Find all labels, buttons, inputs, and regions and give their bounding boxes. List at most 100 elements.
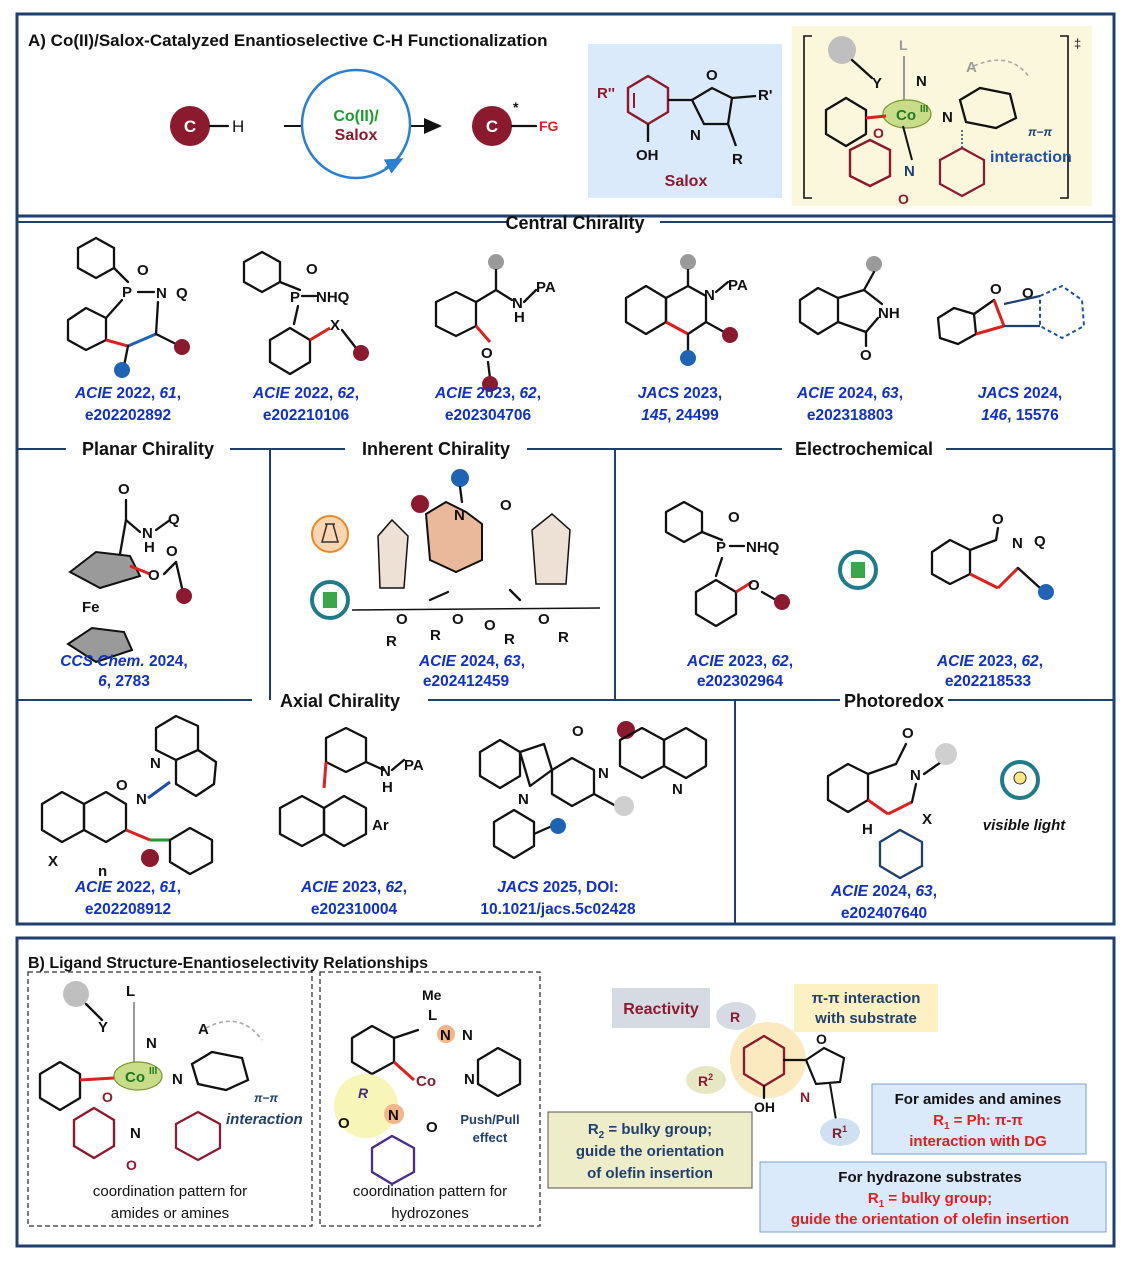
b-left-n-top: N: [146, 1035, 157, 1052]
inherent-o2: O: [452, 611, 464, 628]
b-ligand-n: N: [800, 1089, 810, 1105]
amides-line1: For amides and amines: [895, 1091, 1062, 1108]
e2-q: Q: [1034, 533, 1046, 550]
c3-n: N: [512, 295, 523, 312]
bulb-icon: [1013, 771, 1027, 785]
structure-c2: P O NHQ X ACIE 2022, 62, e202210106: [242, 250, 369, 424]
r2-info-box: [547, 1111, 753, 1189]
b-left-pipi: π−π: [254, 1091, 279, 1105]
b-mid-push-pull-2: effect: [473, 1130, 508, 1145]
ts-n-ox: N: [904, 163, 915, 180]
visible-light-label: visible light: [983, 817, 1067, 834]
ref-a2-line2: e202310004: [311, 901, 398, 918]
salox-r: R: [732, 151, 743, 168]
ref-c1-line2: e202202892: [85, 407, 171, 424]
ref-e2-line2: e202218533: [945, 673, 1032, 690]
inherent-o-top: O: [500, 497, 512, 514]
inherent-r2: R: [430, 627, 441, 644]
ts-y: Y: [872, 75, 882, 92]
structure-planar: O N H Q O O Fe CCS Chem. 2024, 6, 2783: [60, 481, 192, 690]
a2-pa: PA: [404, 757, 424, 774]
salox-rdprime: R'': [597, 85, 615, 102]
ref-a1-line1: ACIE 2022, 61,: [74, 879, 181, 896]
ref-c4-line1: JACS 2023,: [638, 385, 722, 402]
structure-axial-2: N H PA Ar ACIE 2023, 62, e202310004: [278, 726, 424, 918]
e1-o: O: [728, 509, 740, 526]
c-atom-product: [472, 106, 512, 146]
b-mid-o-ox: O: [338, 1115, 350, 1132]
b-mid-push-pull-1: Push/Pull: [460, 1112, 519, 1127]
b-ligand-r: R: [730, 1009, 740, 1025]
b-left-co: Co: [125, 1069, 145, 1086]
amide-pattern-box: [27, 971, 313, 1227]
reaction-scheme: C H Co(II)/ Salox C * FG: [170, 68, 559, 180]
inherent-r3: R: [504, 631, 515, 648]
hydrazone-pattern-box: [319, 971, 541, 1227]
b-mid-n3: N: [464, 1071, 475, 1088]
ts-co-sup: III: [920, 104, 929, 115]
hydrazone-info-box: [759, 1161, 1107, 1233]
structure-photoredox: O N H X visible light ACIE 2024, 63, e20…: [826, 725, 1067, 922]
b-mid-n2: N: [462, 1027, 473, 1044]
salox-rprime: R': [758, 87, 772, 104]
amides-info-box: [871, 1083, 1087, 1155]
ts-l: L: [899, 37, 908, 53]
ref-c3-line1b: ACIE 2023, 62,: [434, 385, 541, 402]
c1-q: Q: [176, 285, 188, 302]
structure-axial-3: O N N N JACS 2025, DOI: 10.1021/jacs.5c0…: [478, 721, 708, 918]
catalyst-cycle: [300, 68, 412, 180]
c3-h: H: [514, 309, 525, 326]
inherent-n: N: [454, 507, 465, 524]
b-left-o1: O: [102, 1089, 113, 1105]
ref-i1-line2: e202412459: [423, 673, 510, 690]
a1-n-sub: n: [98, 863, 107, 880]
salox-phenol-ring: [626, 74, 670, 126]
planar-o1: O: [118, 481, 130, 498]
catalyst-label-1: Co(II)/: [333, 108, 379, 125]
b-ligand-r2: R2: [698, 1072, 713, 1089]
ref-c5-line2: e202318803: [807, 407, 894, 424]
b-left-co-sup: III: [149, 1066, 158, 1077]
ph-x: X: [922, 811, 932, 828]
c-label-product: C: [486, 117, 498, 136]
structure-c6: O O JACS 2024, 146, 15576: [936, 281, 1086, 424]
salox-n: N: [690, 127, 701, 144]
c-atom-start: [170, 106, 210, 146]
salox-oh: OH: [636, 147, 659, 164]
a2-ar: Ar: [372, 817, 389, 834]
e1-p: P: [716, 539, 726, 556]
inherent-o3: O: [484, 617, 496, 634]
r2-box-line3: of olefin insertion: [587, 1165, 713, 1182]
panel-b-title: B) Ligand Structure-Enantioselectivity R…: [28, 955, 428, 972]
b-left-caption-2: amides or amines: [111, 1205, 229, 1222]
panel-a-title: A) Co(II)/Salox-Catalyzed Enantioselecti…: [28, 31, 548, 50]
planar-h: H: [144, 539, 155, 556]
reactivity-label: Reactivity: [623, 1001, 699, 1018]
ref-p1-line1: CCS Chem. 2024,: [60, 653, 188, 670]
inherent-r1: R: [386, 633, 397, 650]
a2-n: N: [380, 763, 391, 780]
b-left-interaction: interaction: [226, 1111, 303, 1128]
structure-electro-2: O N Q ACIE 2023, 62, e202218533: [930, 511, 1054, 690]
ts-co: Co: [896, 107, 916, 124]
hydra-line3: guide the orientation of olefin insertio…: [791, 1211, 1069, 1228]
planar-o2: O: [148, 567, 160, 584]
ts-o1: O: [873, 125, 884, 141]
battery-icon-2: [851, 562, 865, 578]
ref-c4-line2: 145, 24499: [641, 407, 719, 424]
ts-o2: O: [898, 191, 909, 207]
e1-o2: O: [748, 577, 760, 594]
ref-a2-line1: ACIE 2023, 62,: [300, 879, 407, 896]
c2-o: O: [306, 261, 318, 278]
inherent-o4: O: [538, 611, 550, 628]
ref-e1-line1: ACIE 2023, 62,: [686, 653, 793, 670]
ref-c1-line1: ACIE 2022, 61,: [74, 385, 181, 402]
ref-c2-line1: ACIE 2022, 62,: [252, 385, 359, 402]
a1-nq: N: [150, 755, 161, 772]
panel-a: A) Co(II)/Salox-Catalyzed Enantioselecti…: [15, 12, 1116, 926]
salox-background: [588, 44, 782, 198]
b-ligand-o: O: [816, 1031, 827, 1047]
b-left-n-ox: N: [130, 1125, 141, 1142]
b-mid-caption-1: coordination pattern for: [353, 1183, 507, 1200]
pipi-line1: π-π interaction: [812, 990, 921, 1007]
